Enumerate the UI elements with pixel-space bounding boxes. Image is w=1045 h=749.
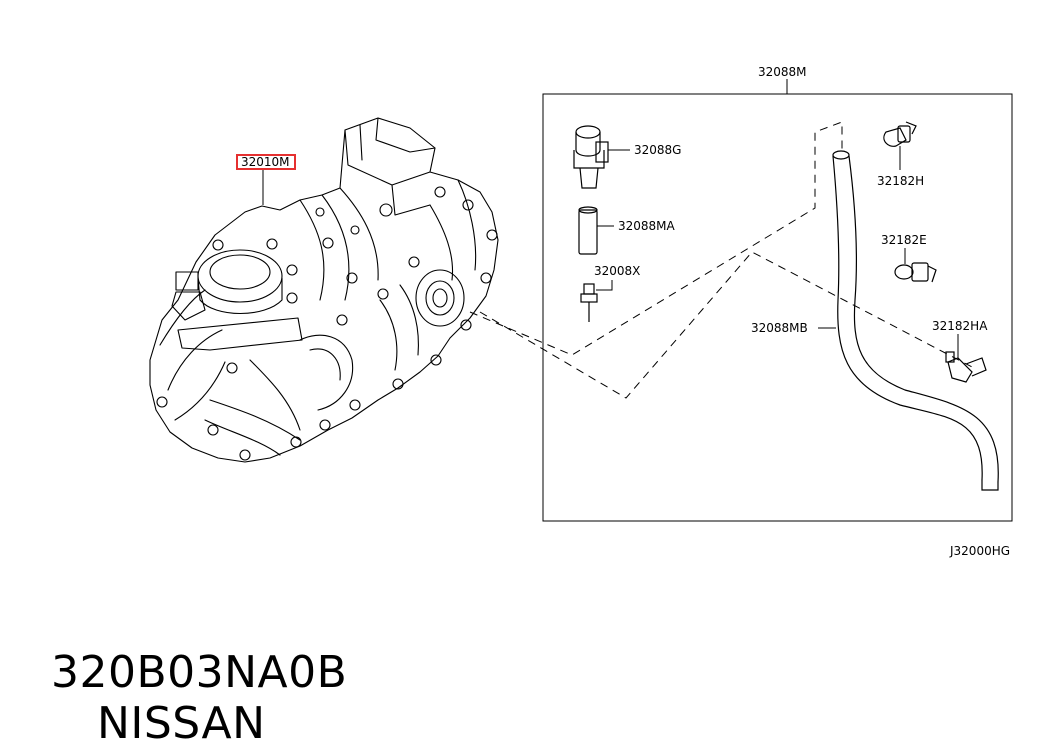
breather-tube-short-label[interactable]: 32088MA [618, 219, 676, 233]
breather-connector-leader [596, 280, 613, 291]
breather-connector-label[interactable]: 32008X [594, 264, 640, 278]
breather-connector-drawing[interactable] [580, 283, 598, 322]
breather-kit-frame [542, 93, 1013, 522]
transaxle-assembly-drawing[interactable] [149, 117, 499, 463]
clip-e-drawing[interactable] [894, 262, 937, 283]
breather-hose-drawing[interactable] [832, 150, 999, 491]
highlight-box [236, 154, 296, 170]
transaxle-label[interactable]: 32010M [241, 155, 290, 169]
clip-ha-drawing[interactable] [945, 351, 987, 383]
footer-title: 320B03NA0B NISSAN [22, 596, 347, 749]
routing-dashed-lines [469, 121, 975, 399]
parts-diagram: 32010M 32088M 32088G 32088MA 32008X 32 [149, 65, 1013, 558]
brand-name: NISSAN [96, 698, 266, 749]
clip-h-drawing[interactable] [883, 121, 917, 147]
breather-cap-drawing[interactable] [573, 125, 609, 189]
breather-hose-label[interactable]: 32088MB [751, 321, 808, 335]
breather-cap-label[interactable]: 32088G [634, 143, 681, 157]
clip-ha-label[interactable]: 32182HA [932, 319, 988, 333]
clip-h-label[interactable]: 32182H [877, 174, 924, 188]
breather-tube-short-drawing[interactable] [578, 206, 598, 255]
part-number: 320B03NA0B [50, 647, 348, 698]
breather-kit-label[interactable]: 32088M [758, 65, 807, 79]
drawing-code: J32000HG [949, 544, 1010, 558]
clip-e-label[interactable]: 32182E [881, 233, 927, 247]
